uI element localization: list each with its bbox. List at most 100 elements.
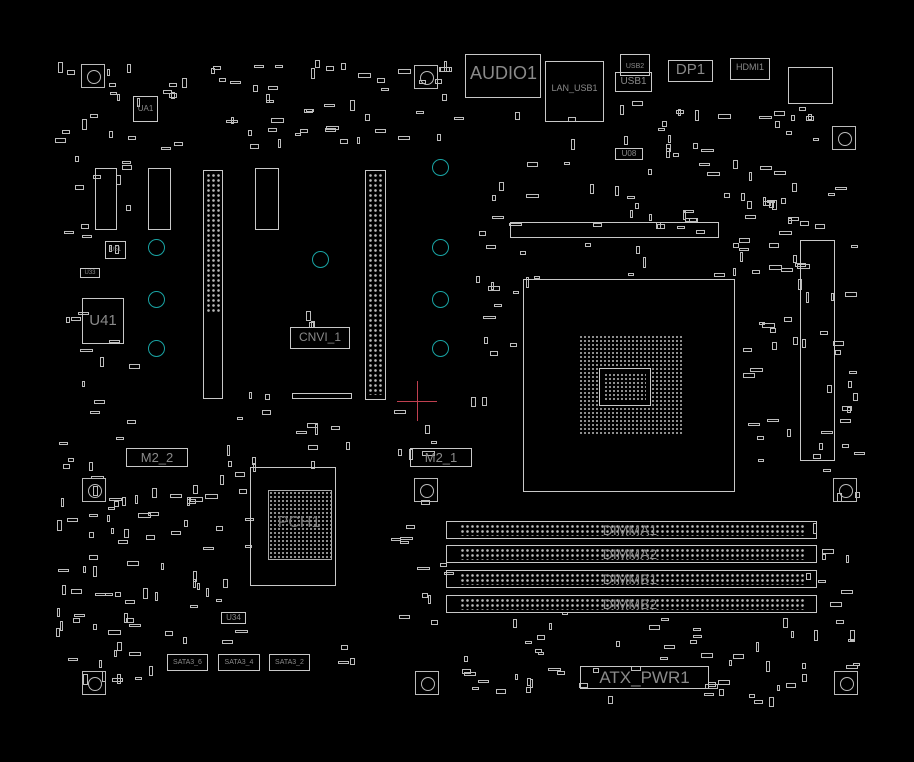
lan-usb-connector[interactable]: [545, 61, 604, 122]
dimm-b2-label: DIMMB2: [602, 596, 658, 612]
u41-chip[interactable]: [82, 298, 124, 344]
smd-pad: [765, 661, 770, 673]
pcie-slot-2[interactable]: [365, 170, 386, 400]
hdmi-connector[interactable]: [730, 58, 770, 80]
ua1-chip[interactable]: [133, 96, 158, 122]
smd-pad: [757, 458, 764, 462]
u51-chip[interactable]: [105, 241, 126, 259]
smd-pad: [472, 687, 480, 691]
smd-pad: [92, 566, 97, 578]
ua1-label: UA1: [137, 104, 154, 113]
smd-pad: [115, 245, 120, 255]
m2-2-slot[interactable]: [126, 448, 188, 467]
smd-pad: [142, 587, 148, 599]
usb2-connector[interactable]: [620, 54, 650, 76]
m2-1-slot[interactable]: [410, 448, 472, 467]
sata3-6-port[interactable]: [167, 654, 208, 671]
dimm-a1-label: DIMMA1: [602, 522, 658, 538]
smd-pad: [749, 367, 763, 372]
smd-pad: [114, 650, 118, 658]
smd-pad: [592, 223, 602, 228]
smd-pad: [308, 444, 319, 450]
smd-pad: [398, 69, 412, 75]
smd-pad: [60, 497, 64, 507]
atx-power-label: ATX_PWR1: [599, 668, 690, 687]
smd-pad: [66, 70, 75, 76]
dimm-b2-slot[interactable]: [446, 595, 817, 613]
smd-pad: [326, 65, 335, 71]
dimm-b1-slot[interactable]: [446, 570, 817, 588]
vga-connector[interactable]: [788, 67, 833, 104]
sata3-4-port[interactable]: [218, 654, 260, 671]
smd-pad: [135, 494, 139, 504]
smd-pad: [801, 662, 806, 669]
cpu-socket[interactable]: [523, 279, 735, 492]
atx-power-connector[interactable]: [580, 666, 709, 689]
smd-pad: [114, 592, 121, 598]
smd-pad: [760, 165, 773, 170]
sata3-2-port[interactable]: [269, 654, 310, 671]
smd-pad: [72, 617, 80, 623]
screw-hole: [82, 478, 106, 502]
smd-pad: [829, 602, 842, 607]
smd-pad: [463, 656, 468, 663]
u33-label: U33: [84, 270, 96, 276]
smd-pad: [769, 242, 780, 248]
screw-hole: [833, 478, 857, 502]
smd-pad: [841, 443, 849, 448]
smd-pad: [649, 624, 661, 630]
smd-pad: [593, 667, 600, 673]
u34-label: U34: [226, 613, 241, 622]
smd-pad: [223, 579, 229, 589]
smd-pad: [122, 497, 127, 507]
smd-pad: [250, 144, 259, 150]
dimm-b2-pins: [460, 598, 805, 610]
smd-pad: [406, 524, 416, 529]
dp-connector[interactable]: [668, 60, 713, 82]
smd-pad: [117, 94, 121, 102]
u33-chip[interactable]: [80, 268, 100, 278]
smd-pad: [533, 276, 540, 280]
smd-pad: [117, 674, 122, 685]
smd-pad: [805, 291, 809, 303]
audio-connector[interactable]: [465, 54, 541, 98]
sata3-4-label: SATA3_4: [224, 659, 254, 666]
smd-pad: [738, 237, 750, 243]
smd-pad: [315, 60, 321, 69]
header-1[interactable]: [95, 168, 117, 230]
dimm-a1-slot[interactable]: [446, 521, 817, 539]
smd-pad: [773, 111, 785, 117]
smd-pad: [792, 254, 797, 263]
smd-pad: [61, 585, 66, 596]
smd-pad: [776, 685, 780, 692]
header-3[interactable]: [255, 168, 279, 230]
smd-pad: [73, 614, 85, 618]
cnvi-connector[interactable]: [290, 327, 350, 349]
usb1-connector[interactable]: [615, 72, 652, 92]
pcie-slot-1[interactable]: [203, 170, 223, 399]
smd-pad: [444, 571, 455, 575]
u34-chip[interactable]: [221, 612, 246, 624]
smd-pad: [524, 640, 532, 644]
smd-pad: [74, 156, 79, 163]
smd-pad: [171, 530, 182, 535]
smd-pad: [627, 196, 636, 200]
smd-pad: [853, 452, 865, 456]
mounting-hole: [432, 239, 449, 256]
header-2[interactable]: [148, 168, 171, 230]
m2-2-label: M2_2: [140, 450, 174, 465]
smd-pad: [799, 220, 809, 226]
smd-pad: [252, 84, 258, 92]
smd-pad: [374, 128, 386, 133]
smd-pad: [345, 442, 350, 451]
smd-pad: [834, 186, 847, 190]
dimm-a2-slot[interactable]: [446, 545, 817, 563]
dp-label: DP1: [675, 61, 706, 78]
u08-chip[interactable]: [615, 148, 643, 160]
smd-pad: [380, 87, 389, 91]
smd-pad: [745, 214, 757, 219]
smd-pad: [752, 270, 761, 275]
mounting-hole: [148, 239, 165, 256]
smd-pad: [238, 489, 247, 495]
smd-pad: [706, 171, 720, 176]
